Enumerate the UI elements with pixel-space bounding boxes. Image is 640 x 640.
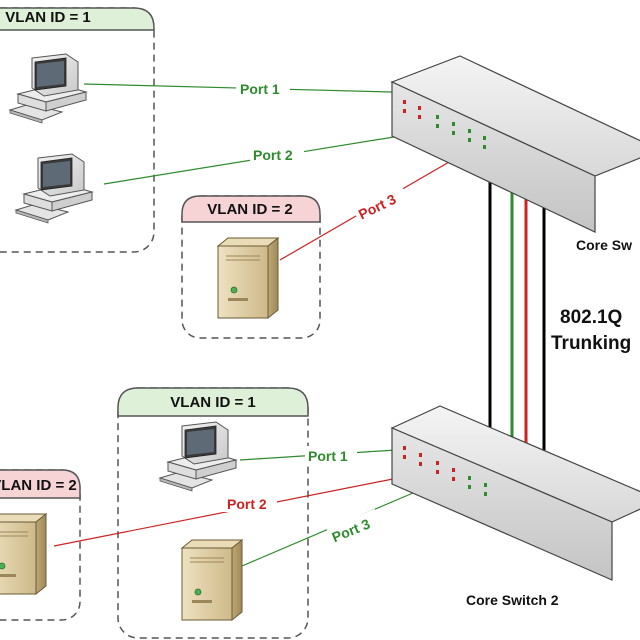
server-icon <box>181 539 243 621</box>
vlan-group-bottom-center: VLAN ID = 1 <box>117 387 309 639</box>
switch-1-label: Core Sw <box>576 237 632 253</box>
bottom-port-1-label: Port 1 <box>308 448 348 464</box>
top-port-2-label: Port 2 <box>253 147 293 163</box>
bottom-port-labels: Port 1 Port 2 Port 3 <box>223 446 382 545</box>
switch-1-leds <box>403 100 486 149</box>
server-icon <box>217 237 279 319</box>
trunk-label: 802.1Q Trunking <box>551 307 631 354</box>
pc-icon <box>9 53 87 124</box>
vlan-label-top: VLAN ID = 1 <box>5 9 90 26</box>
vlan-group-bottom-left: VLAN ID = 2 <box>0 469 81 621</box>
core-switch-2: Core Switch 2 <box>390 405 640 608</box>
vlan-label-bottom-center: VLAN ID = 1 <box>170 394 255 411</box>
switch-2-label: Core Switch 2 <box>466 592 559 608</box>
pc-icon <box>159 421 237 492</box>
trunk-cables <box>488 170 546 460</box>
top-port-1-label: Port 1 <box>240 81 280 97</box>
vlan-label-middle: VLAN ID = 2 <box>207 201 292 218</box>
vlan-group-top: VLAN ID = 1 <box>0 7 155 253</box>
pc-icon <box>15 153 93 224</box>
top-port-labels: Port 1 Port 2 Port 3 <box>236 79 409 223</box>
trunk-label-line2: Trunking <box>551 333 631 354</box>
server-icon <box>0 513 47 595</box>
vlan-group-middle: VLAN ID = 2 <box>181 195 321 339</box>
trunk-label-line1: 802.1Q <box>560 307 622 328</box>
core-switch-1: Core Sw <box>390 55 640 253</box>
bottom-port-2-label: Port 2 <box>227 496 267 512</box>
switch-2-leds <box>403 446 487 496</box>
vlan-label-bottom-left: VLAN ID = 2 <box>0 477 77 494</box>
